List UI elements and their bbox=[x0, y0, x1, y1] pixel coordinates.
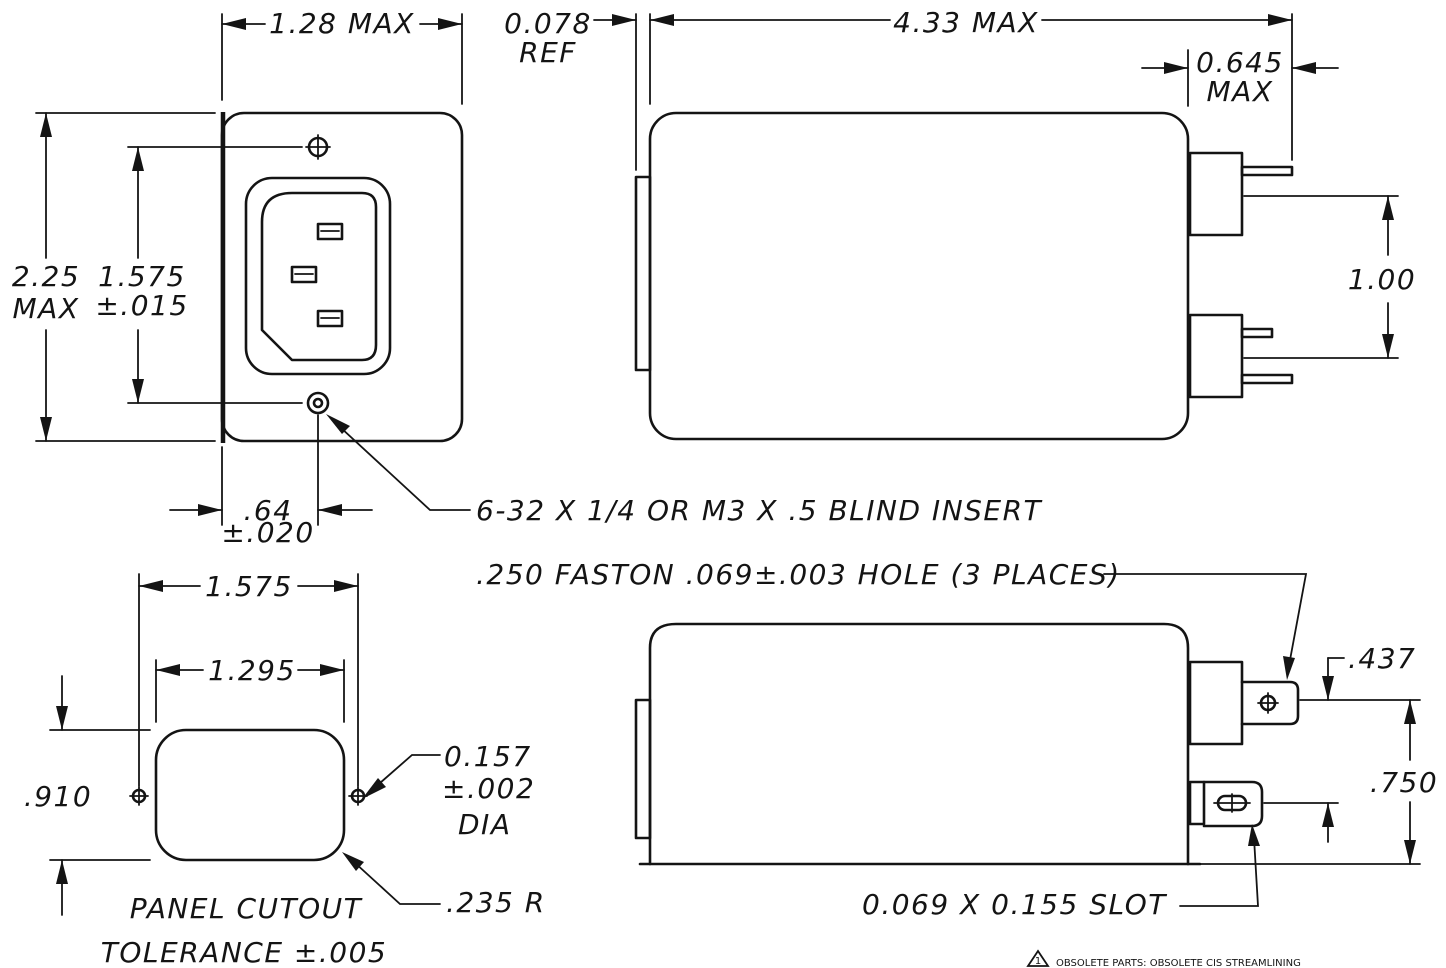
dim-corner-radius: .235 R bbox=[446, 886, 546, 919]
dim-mount-spacing-value: 1.575 bbox=[98, 260, 186, 293]
insert-bottom bbox=[306, 391, 330, 415]
side-body-outline bbox=[648, 111, 1190, 441]
cutout-outline bbox=[154, 728, 346, 862]
iec-pin-earth bbox=[316, 222, 344, 241]
side-view: 0.078 REF 4.33 MAX 0.645 MAX 1.00 bbox=[504, 6, 1416, 441]
dim-cutout-width: 1.575 bbox=[205, 570, 293, 603]
footnote-marker: 1 bbox=[1035, 956, 1041, 967]
iec-pin-line bbox=[290, 265, 318, 284]
footnote: 1 OBSOLETE PARTS: OBSOLETE CIS STREAMLIN… bbox=[1026, 949, 1301, 968]
dim-insert-offset-tol: ±.020 bbox=[221, 516, 314, 549]
callout-blind-insert: 6-32 X 1/4 OR M3 X .5 BLIND INSERT bbox=[476, 494, 1043, 527]
faston-tab-bottom bbox=[1202, 780, 1264, 828]
dim-height-suffix: MAX bbox=[13, 292, 80, 325]
caption-tolerance: TOLERANCE ±.005 bbox=[101, 936, 387, 968]
dim-flange-ref-suffix: REF bbox=[519, 36, 577, 69]
front-body-outline bbox=[220, 111, 464, 443]
terminal-block-top bbox=[1188, 151, 1244, 237]
dim-hole-dia-value: 0.157 bbox=[444, 740, 532, 773]
dim-height-value: 2.25 bbox=[12, 260, 80, 293]
dim-flange-ref-value: 0.078 bbox=[504, 7, 592, 40]
dim-hole-dia-tol: ±.002 bbox=[442, 772, 535, 805]
front-view: 1.28 MAX 2.25 MAX 1.575 ±.015 .64 ±.020 … bbox=[12, 7, 1043, 549]
callout-slot: 0.069 X 0.155 SLOT bbox=[862, 888, 1167, 921]
dim-length-max: 4.33 MAX bbox=[893, 6, 1039, 39]
dim-cutout-height: .910 bbox=[24, 780, 92, 813]
dim-mount-spacing-tol: ±.015 bbox=[95, 289, 188, 322]
dim-cutout-inner-width: 1.295 bbox=[208, 654, 296, 687]
iec-inlet-inner bbox=[260, 191, 378, 362]
footnote-text: OBSOLETE PARTS: OBSOLETE CIS STREAMLININ… bbox=[1056, 958, 1301, 968]
iec-pin-neutral bbox=[316, 309, 344, 328]
bottom-view: .250 FASTON .069±.003 HOLE (3 PLACES) .4… bbox=[476, 558, 1438, 921]
caption-panel-cutout: PANEL CUTOUT bbox=[130, 892, 363, 925]
bottom-body-outline bbox=[648, 622, 1190, 866]
dim-width-max: 1.28 MAX bbox=[269, 7, 415, 40]
bottom-flange bbox=[634, 698, 652, 840]
dim-tab-spacing: .750 bbox=[1370, 766, 1438, 799]
iec-inlet-outer bbox=[244, 176, 392, 376]
dim-tab-max-suffix: MAX bbox=[1207, 75, 1274, 108]
dim-hole-dia-suffix: DIA bbox=[458, 808, 511, 841]
dim-tab-max-value: 0.645 bbox=[1196, 46, 1284, 79]
side-flange bbox=[634, 175, 652, 372]
faston-block bbox=[1188, 660, 1244, 746]
dim-terminal-spacing: 1.00 bbox=[1348, 263, 1416, 296]
dim-tab-offset: .437 bbox=[1348, 642, 1416, 675]
panel-cutout-view: 1.575 1.295 .910 0.157 ±.002 DIA .235 R … bbox=[24, 570, 546, 968]
dim-insert-offset-value: .64 bbox=[243, 494, 292, 527]
revision-triangle-icon bbox=[1026, 949, 1050, 967]
terminal-block-bottom bbox=[1188, 313, 1244, 399]
faston-tab-top bbox=[1240, 680, 1300, 726]
callout-faston: .250 FASTON .069±.003 HOLE (3 PLACES) bbox=[476, 558, 1121, 591]
